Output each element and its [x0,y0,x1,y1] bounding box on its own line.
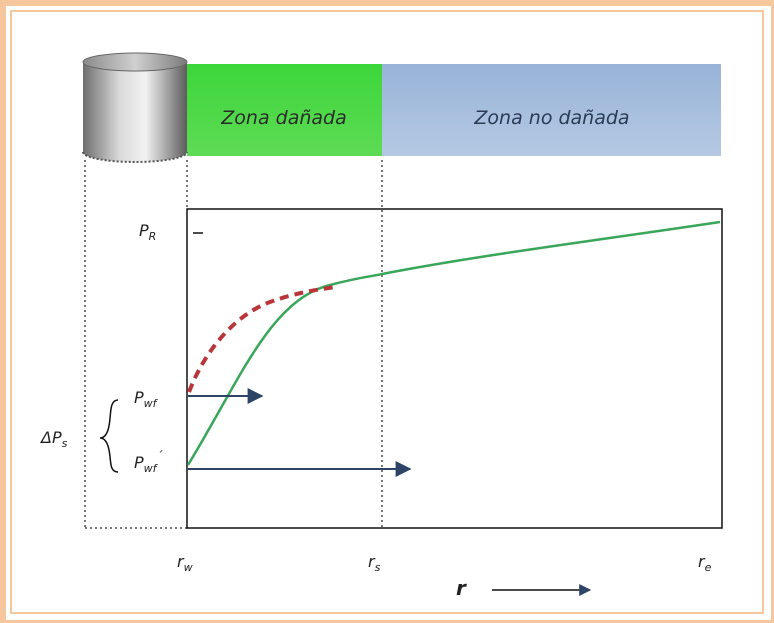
pressure-curve-undamaged-dashed [187,285,336,393]
rs-label: rs [368,552,381,574]
pwf-label: Pwf [134,388,159,410]
wellbore-cylinder-icon [82,52,188,163]
pr-label: PR [139,221,156,243]
delta-ps-label: ΔPs [39,428,68,450]
damaged-zone-bar [187,64,382,156]
plot-area [186,208,723,529]
re-label: re [698,552,712,574]
damaged-zone-label: Zona dañada [220,107,346,129]
r-axis-label: r [456,576,467,600]
delta-ps-brace [99,399,119,473]
undamaged-zone-bar [382,64,721,156]
pressure-curve-damaged [186,220,721,466]
dotted-guides [84,160,383,529]
pwf-prime-label: Pwf´ [134,449,164,475]
inner-frame [10,10,764,614]
undamaged-zone-label: Zona no dañada [473,107,629,129]
rw-label: rw [177,552,193,574]
